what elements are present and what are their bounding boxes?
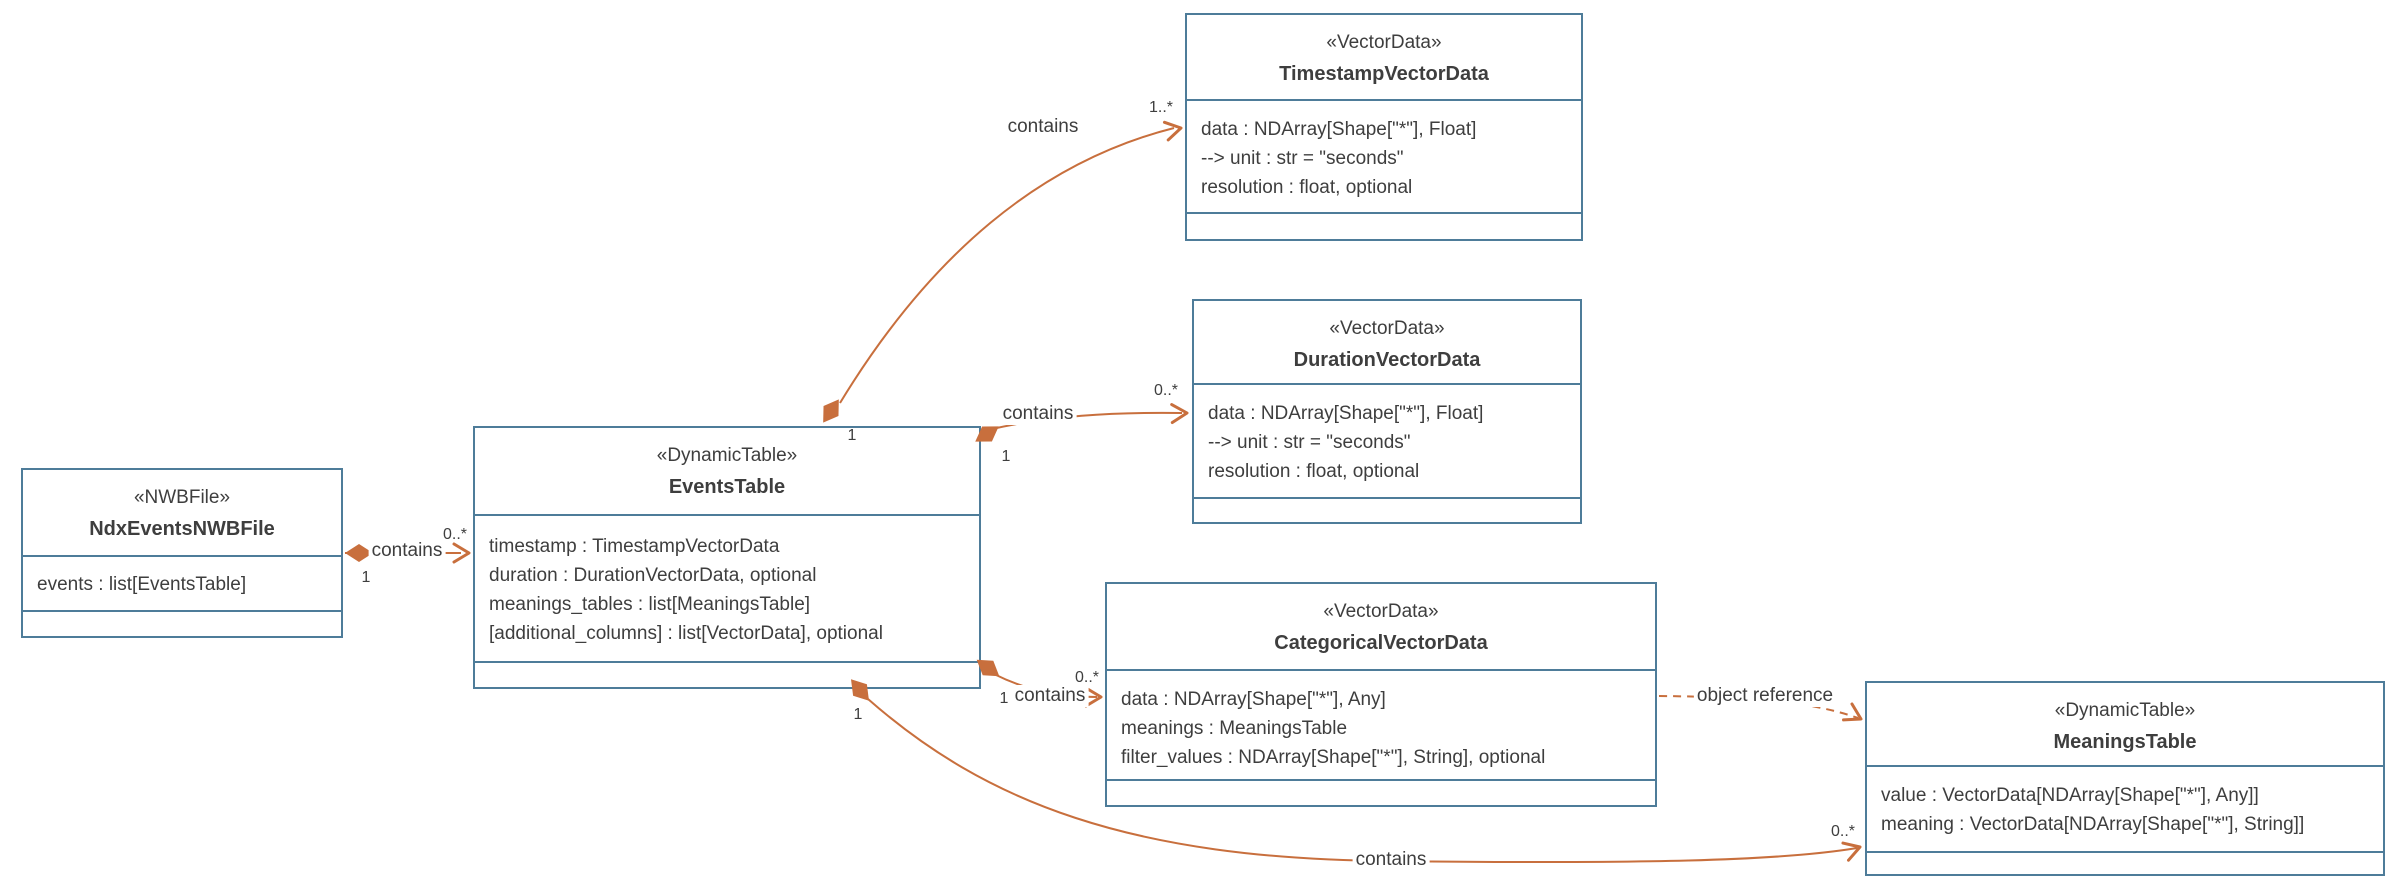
class-meanings-table: «DynamicTable» MeaningsTable value : Vec… — [1865, 681, 2385, 876]
attribute-row: value : VectorData[NDArray[Shape["*"], A… — [1881, 785, 2259, 806]
multiplicity-label: 1 — [999, 690, 1009, 707]
attribute-row: meanings : MeaningsTable — [1121, 718, 1348, 739]
connection-label: contains — [1004, 116, 1082, 138]
multiplicity-label: 1..* — [1148, 99, 1174, 116]
class-name: TimestampVectorData — [1279, 63, 1489, 85]
empty-compartment — [1867, 851, 2383, 874]
stereotype-label: «VectorData» — [1329, 318, 1445, 339]
attributes-compartment: data : NDArray[Shape["*"], Float] --> un… — [1187, 99, 1581, 212]
attributes-compartment: events : list[EventsTable] — [23, 555, 341, 610]
attribute-row: duration : DurationVectorData, optional — [489, 565, 817, 586]
class-header: «DynamicTable» MeaningsTable — [1867, 683, 2383, 765]
attribute-row: data : NDArray[Shape["*"], Any] — [1121, 689, 1386, 710]
attribute-row: [additional_columns] : list[VectorData],… — [489, 623, 883, 644]
empty-compartment — [1187, 212, 1581, 239]
stereotype-label: «DynamicTable» — [656, 445, 798, 466]
connection-label: contains — [1011, 685, 1089, 707]
attributes-compartment: data : NDArray[Shape["*"], Any] meanings… — [1107, 669, 1655, 779]
multiplicity-label: 0..* — [442, 526, 468, 543]
class-duration-vector-data: «VectorData» DurationVectorData data : N… — [1192, 299, 1582, 524]
empty-compartment — [1194, 497, 1580, 522]
attributes-compartment: value : VectorData[NDArray[Shape["*"], A… — [1867, 765, 2383, 851]
class-name: NdxEventsNWBFile — [89, 518, 275, 540]
aggregation-diamond-icon — [823, 399, 839, 423]
empty-compartment — [23, 610, 341, 636]
stereotype-label: «VectorData» — [1326, 32, 1442, 53]
class-header: «NWBFile» NdxEventsNWBFile — [23, 470, 341, 555]
attributes-compartment: data : NDArray[Shape["*"], Float] --> un… — [1194, 383, 1580, 497]
attribute-row: events : list[EventsTable] — [37, 574, 247, 595]
attribute-row: resolution : float, optional — [1201, 177, 1413, 198]
multiplicity-label: 0..* — [1074, 669, 1100, 686]
attribute-row: resolution : float, optional — [1208, 461, 1420, 482]
attribute-row: timestamp : TimestampVectorData — [489, 536, 780, 557]
connection-label: contains — [368, 540, 446, 562]
class-name: EventsTable — [668, 476, 786, 498]
multiplicity-label: 1 — [847, 427, 857, 444]
stereotype-label: «VectorData» — [1323, 601, 1439, 622]
attribute-row: --> unit : str = "seconds" — [1201, 148, 1404, 169]
multiplicity-label: 1 — [1001, 448, 1011, 465]
empty-compartment — [1107, 779, 1655, 805]
arrowhead-icon — [1842, 702, 1863, 722]
class-header: «VectorData» CategoricalVectorData — [1107, 584, 1655, 669]
class-categorical-vector-data: «VectorData» CategoricalVectorData data … — [1105, 582, 1657, 807]
attribute-row: meaning : VectorData[NDArray[Shape["*"],… — [1881, 814, 2305, 835]
arrowhead-icon — [1170, 403, 1189, 425]
arrowhead-icon — [1841, 841, 1862, 862]
class-header: «DynamicTable» EventsTable — [475, 428, 979, 514]
attributes-compartment: timestamp : TimestampVectorData duration… — [475, 514, 979, 661]
multiplicity-label: 0..* — [1153, 382, 1179, 399]
class-events-table: «DynamicTable» EventsTable timestamp : T… — [473, 426, 981, 689]
connection-label: object reference — [1693, 685, 1837, 707]
containment-line-events-timestamp — [839, 127, 1175, 404]
attribute-row: --> unit : str = "seconds" — [1208, 432, 1411, 453]
class-name: MeaningsTable — [2053, 731, 2197, 753]
class-header: «VectorData» DurationVectorData — [1194, 301, 1580, 383]
arrowhead-icon — [452, 542, 471, 564]
attribute-row: data : NDArray[Shape["*"], Float] — [1208, 403, 1484, 424]
class-name: DurationVectorData — [1293, 349, 1481, 371]
attribute-row: data : NDArray[Shape["*"], Float] — [1201, 119, 1477, 140]
multiplicity-label: 1 — [361, 569, 371, 586]
class-header: «VectorData» TimestampVectorData — [1187, 15, 1581, 99]
empty-compartment — [475, 661, 979, 687]
multiplicity-label: 1 — [853, 706, 863, 723]
class-timestamp-vector-data: «VectorData» TimestampVectorData data : … — [1185, 13, 1583, 241]
multiplicity-label: 0..* — [1830, 823, 1856, 840]
arrowhead-icon — [1162, 120, 1183, 142]
attribute-row: meanings_tables : list[MeaningsTable] — [489, 594, 811, 615]
attribute-row: filter_values : NDArray[Shape["*"], Stri… — [1121, 747, 1546, 768]
stereotype-label: «NWBFile» — [133, 487, 231, 508]
connection-label: contains — [999, 403, 1077, 425]
class-ndx-events-nwb-file: «NWBFile» NdxEventsNWBFile events : list… — [21, 468, 343, 638]
connection-label: contains — [1352, 849, 1430, 871]
stereotype-label: «DynamicTable» — [2054, 700, 2196, 721]
class-name: CategoricalVectorData — [1274, 632, 1488, 654]
